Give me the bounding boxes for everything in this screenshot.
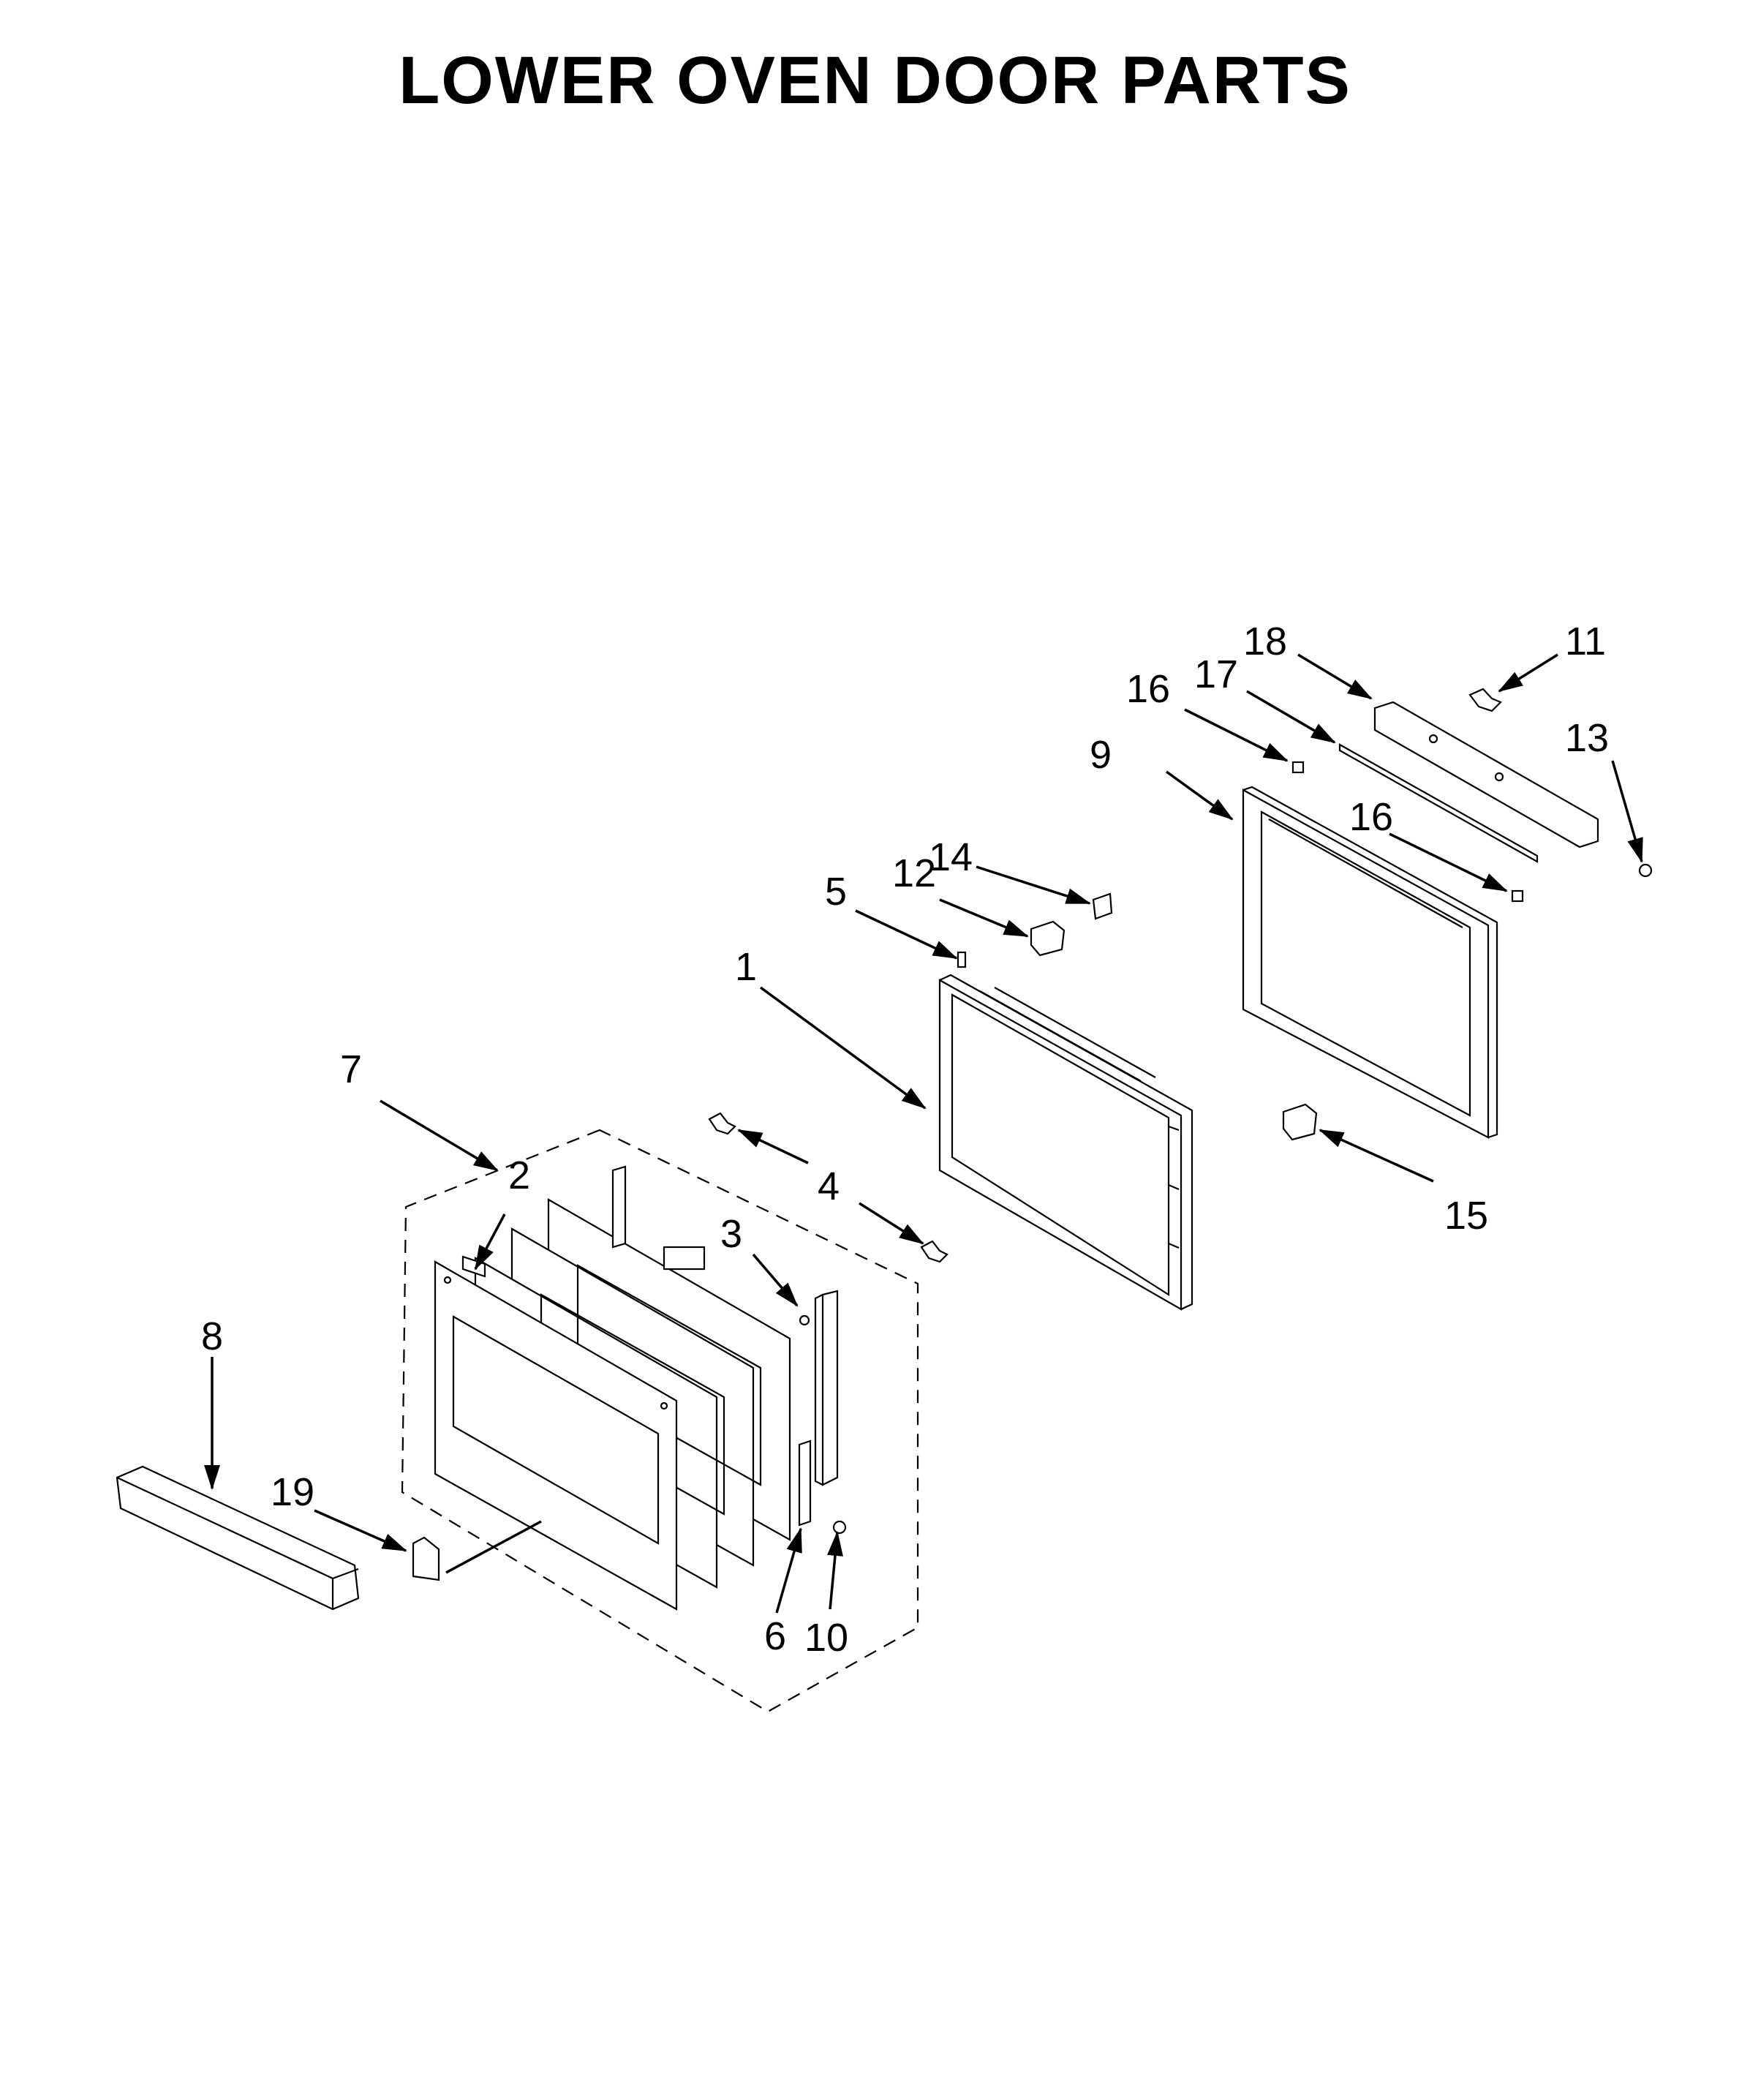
leader-lines: [204, 653, 1643, 1614]
part-1-inner-door-frame: [938, 974, 1193, 1311]
callout-15: 15: [1444, 1194, 1488, 1238]
door-front-panel: [434, 1260, 678, 1611]
callout-19: 19: [271, 1470, 314, 1514]
part-13-screw: [1638, 863, 1653, 878]
callout-5: 5: [825, 870, 847, 914]
callout-3: 3: [720, 1212, 742, 1256]
door-assembly-outline: [401, 1129, 919, 1713]
callout-7: 7: [340, 1047, 362, 1091]
callout-2: 2: [508, 1154, 530, 1197]
part-17-strip: [1338, 743, 1539, 863]
part-9-door-glass-frame: [1242, 786, 1498, 1139]
callout-10: 10: [804, 1616, 848, 1660]
callout-17: 17: [1194, 652, 1238, 696]
part-19-end-cap: [412, 1536, 440, 1581]
part-16-pads: [1291, 761, 1524, 903]
part-3-hinge-channel: [799, 1290, 839, 1486]
page-title: LOWER OVEN DOOR PARTS: [399, 43, 1351, 118]
callout-4: 4: [818, 1164, 840, 1208]
part-6-hinge: [798, 1439, 812, 1527]
part-15-bumper: [1282, 1103, 1318, 1141]
part-8-handle: [116, 1465, 360, 1611]
callout-11: 11: [1565, 620, 1606, 663]
top-hinge-bracket: [611, 1165, 706, 1271]
part-11-screw: [1468, 688, 1502, 712]
part-5-spacer: [957, 951, 967, 968]
callout-8: 8: [201, 1314, 223, 1358]
callout-6: 6: [764, 1614, 786, 1658]
callout-18: 18: [1243, 620, 1287, 663]
part-4-screws: [708, 1112, 948, 1263]
part-12-bumper: [1030, 920, 1066, 957]
part-14-clip: [1092, 892, 1113, 920]
callout-1: 1: [735, 945, 757, 989]
callout-9: 9: [1090, 733, 1112, 777]
callout-labels: 1 2 3 4 5 6 7 8 9 10 11 12 13 14 15 16 1…: [201, 620, 1609, 1660]
part-10-screw: [832, 1520, 847, 1535]
callout-13: 13: [1565, 716, 1609, 760]
callout-12: 12: [892, 851, 936, 895]
callout-16a: 16: [1126, 667, 1170, 711]
callout-14: 14: [929, 835, 973, 879]
part-18-vent-bracket: [1373, 701, 1599, 848]
callout-16b: 16: [1349, 795, 1393, 839]
